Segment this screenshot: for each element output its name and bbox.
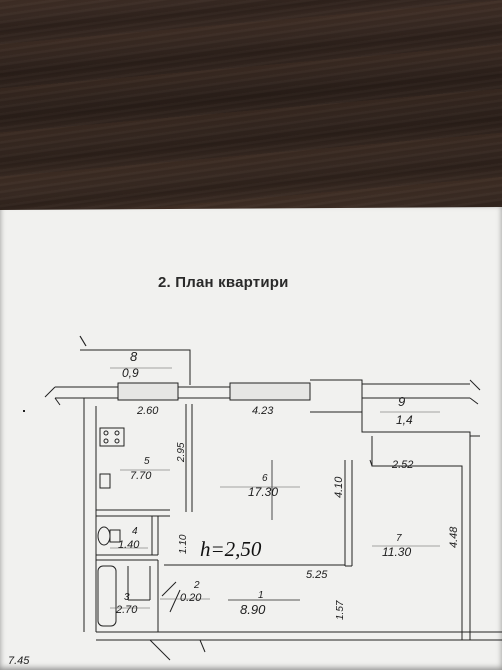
window-kitchen <box>117 382 179 401</box>
balcony-9-wall <box>362 383 470 399</box>
apartment-floor-plan: 8 0,9 9 1,4 5 7.70 6 17.30 7 11.30 4 1.4… <box>8 335 502 667</box>
balcony-9-outline <box>361 412 471 462</box>
room-8-number: 8 <box>130 349 138 364</box>
ceiling-height-note: h=2,50 <box>200 537 262 561</box>
right-wall <box>371 436 463 640</box>
balcony-8-outline <box>80 349 191 385</box>
partition-room6-room7 <box>344 460 353 566</box>
dim-4-10: 4.10 <box>333 476 345 498</box>
room-5-number: 5 <box>144 456 150 467</box>
room-6-area: 17.30 <box>248 485 278 499</box>
room-4-area: 1.40 <box>118 539 140 551</box>
wood-background <box>0 0 502 215</box>
room-5-area: 7.70 <box>130 470 152 482</box>
room-2-area: 0.20 <box>180 592 202 604</box>
sink <box>99 473 111 489</box>
room-3-area: 2.70 <box>115 604 138 616</box>
kitchen-bottom-wall <box>96 509 170 517</box>
dim-5-25: 5.25 <box>306 569 328 581</box>
dim-1-10: 1.10 <box>178 534 189 554</box>
dim-2-52: 2.52 <box>391 459 413 471</box>
wall-block <box>310 379 363 413</box>
dim-1-57: 1.57 <box>335 600 346 620</box>
room-2-number: 2 <box>193 580 200 591</box>
room-1-area: 8.90 <box>240 602 266 617</box>
top-wall-left <box>55 386 118 399</box>
stove <box>99 427 125 447</box>
dim-4-48: 4.48 <box>448 526 460 548</box>
room-9-area: 1,4 <box>396 413 413 427</box>
left-wall <box>83 398 97 632</box>
room-4-number: 4 <box>132 526 138 537</box>
room-7-area: 11.30 <box>382 545 411 559</box>
dim-7-45: 7.45 <box>8 655 30 667</box>
window-room-6 <box>229 382 311 401</box>
dim-2-95: 2.95 <box>176 442 187 463</box>
room-7-number: 7 <box>396 533 402 544</box>
bottom-wall <box>96 631 502 641</box>
partition-kitchen-room6 <box>185 404 193 512</box>
room-3-number: 3 <box>124 592 130 603</box>
bathtub <box>97 565 117 627</box>
room-8-area: 0,9 <box>122 366 139 380</box>
toilet <box>97 526 111 546</box>
dim-4-23: 4.23 <box>252 405 274 417</box>
room-9-number: 9 <box>398 394 405 409</box>
room-1-number: 1 <box>258 590 264 601</box>
dim-2-60: 2.60 <box>136 405 159 417</box>
room-6-number: 6 <box>262 473 268 484</box>
page-title: 2. План квартири <box>158 274 289 291</box>
